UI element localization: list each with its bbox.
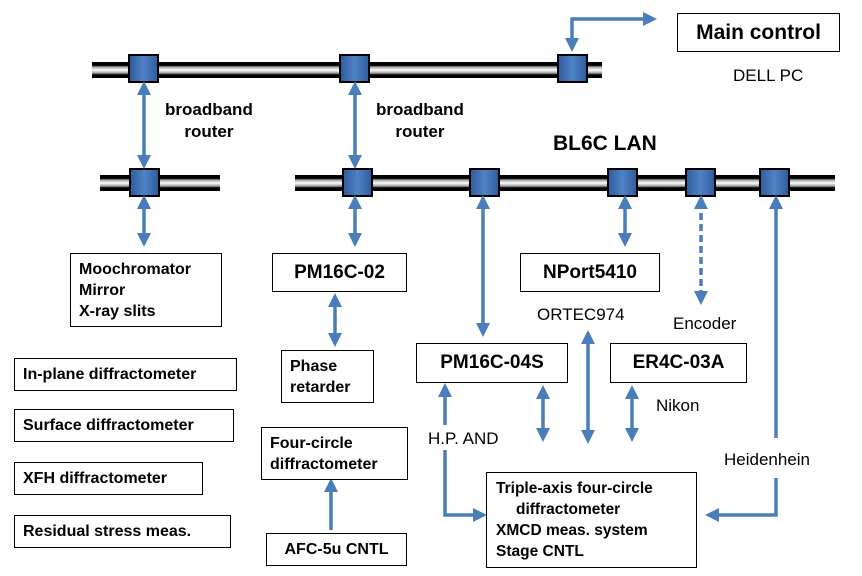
triple-axis-line2: diffractometer (516, 501, 621, 518)
ortec-label: ORTEC974 (537, 305, 625, 324)
lan-node-encoder (685, 168, 716, 197)
instrument-residual-stress: Residual stress meas. (14, 515, 231, 548)
triple-axis-line1: Triple-axis four-circle (496, 480, 653, 497)
pm16c04s-label: PM16C-04S (440, 352, 544, 373)
mono-line1: Moochromator (79, 260, 191, 278)
top-node-2 (339, 54, 370, 83)
bl6c-lan-bus (295, 175, 835, 191)
main-control-label: Main control (696, 20, 821, 44)
top-node-3 (557, 54, 588, 83)
instrument-residual-stress-label: Residual stress meas. (23, 522, 192, 540)
lan-node-heidenhein (759, 168, 790, 197)
mono-box: Moochromator Mirror X-ray slits (70, 253, 222, 327)
router-2-line1: broadband (376, 100, 464, 119)
lan-node-pm16c02 (342, 168, 373, 197)
encoder-label: Encoder (673, 314, 737, 333)
lan-title: BL6C LAN (553, 132, 657, 155)
router-1-label: broadband router (165, 99, 253, 143)
router-2-line2: router (395, 122, 445, 141)
er4c03a-box: ER4C-03A (610, 343, 747, 383)
instrument-xfh: XFH diffractometer (14, 462, 203, 495)
pm16c02-label: PM16C-02 (294, 261, 385, 283)
triple-axis-line3: XMCD meas. system (496, 522, 648, 539)
instrument-in-plane: In-plane diffractometer (14, 358, 237, 391)
mono-line2: Mirror (79, 281, 126, 299)
hp-and-arrow (443, 450, 487, 522)
nikon-label: Nikon (656, 396, 700, 415)
lan-node-nport (607, 168, 638, 197)
nport-label: NPort5410 (543, 261, 637, 283)
lan-node-pm16c04s (469, 168, 500, 197)
er4c03a-label: ER4C-03A (632, 352, 725, 373)
router-1-line1: broadband (165, 100, 253, 119)
triple-axis-box: Triple-axis four-circle diffractometer X… (486, 472, 697, 568)
four-circle-line1: Four-circle (270, 434, 353, 452)
main-control-box: Main control (677, 13, 840, 52)
pm16c04s-box: PM16C-04S (416, 343, 568, 383)
left-bus-node (129, 168, 160, 197)
instrument-surface: Surface diffractometer (14, 409, 234, 442)
dell-pc-label: DELL PC (733, 66, 804, 85)
heidenhein-arrow (705, 478, 778, 522)
phase-retarder-box: Phase retarder (281, 350, 374, 403)
top-node-1 (128, 54, 159, 83)
instrument-surface-label: Surface diffractometer (23, 416, 194, 434)
nport-box: NPort5410 (520, 253, 660, 292)
phase-retarder-line1: Phase (290, 357, 338, 375)
four-circle-line2: diffractometer (270, 455, 378, 473)
afc-label: AFC-5u CNTL (284, 540, 389, 558)
instrument-in-plane-label: In-plane diffractometer (23, 365, 197, 383)
router-1-line2: router (184, 122, 234, 141)
pm16c02-box: PM16C-02 (272, 253, 407, 292)
phase-retarder-line2: retarder (290, 378, 351, 396)
main-control-arrow (565, 12, 657, 52)
triple-axis-line4: Stage CNTL (496, 543, 584, 560)
router-2-label: broadband router (376, 99, 464, 143)
hp-and-label: H.P. AND (428, 429, 499, 448)
heidenhein-label: Heidenhein (724, 450, 811, 469)
four-circle-box: Four-circle diffractometer (261, 427, 408, 480)
afc-box: AFC-5u CNTL (266, 533, 407, 566)
mono-line3: X-ray slits (79, 302, 156, 320)
instrument-xfh-label: XFH diffractometer (23, 469, 168, 487)
